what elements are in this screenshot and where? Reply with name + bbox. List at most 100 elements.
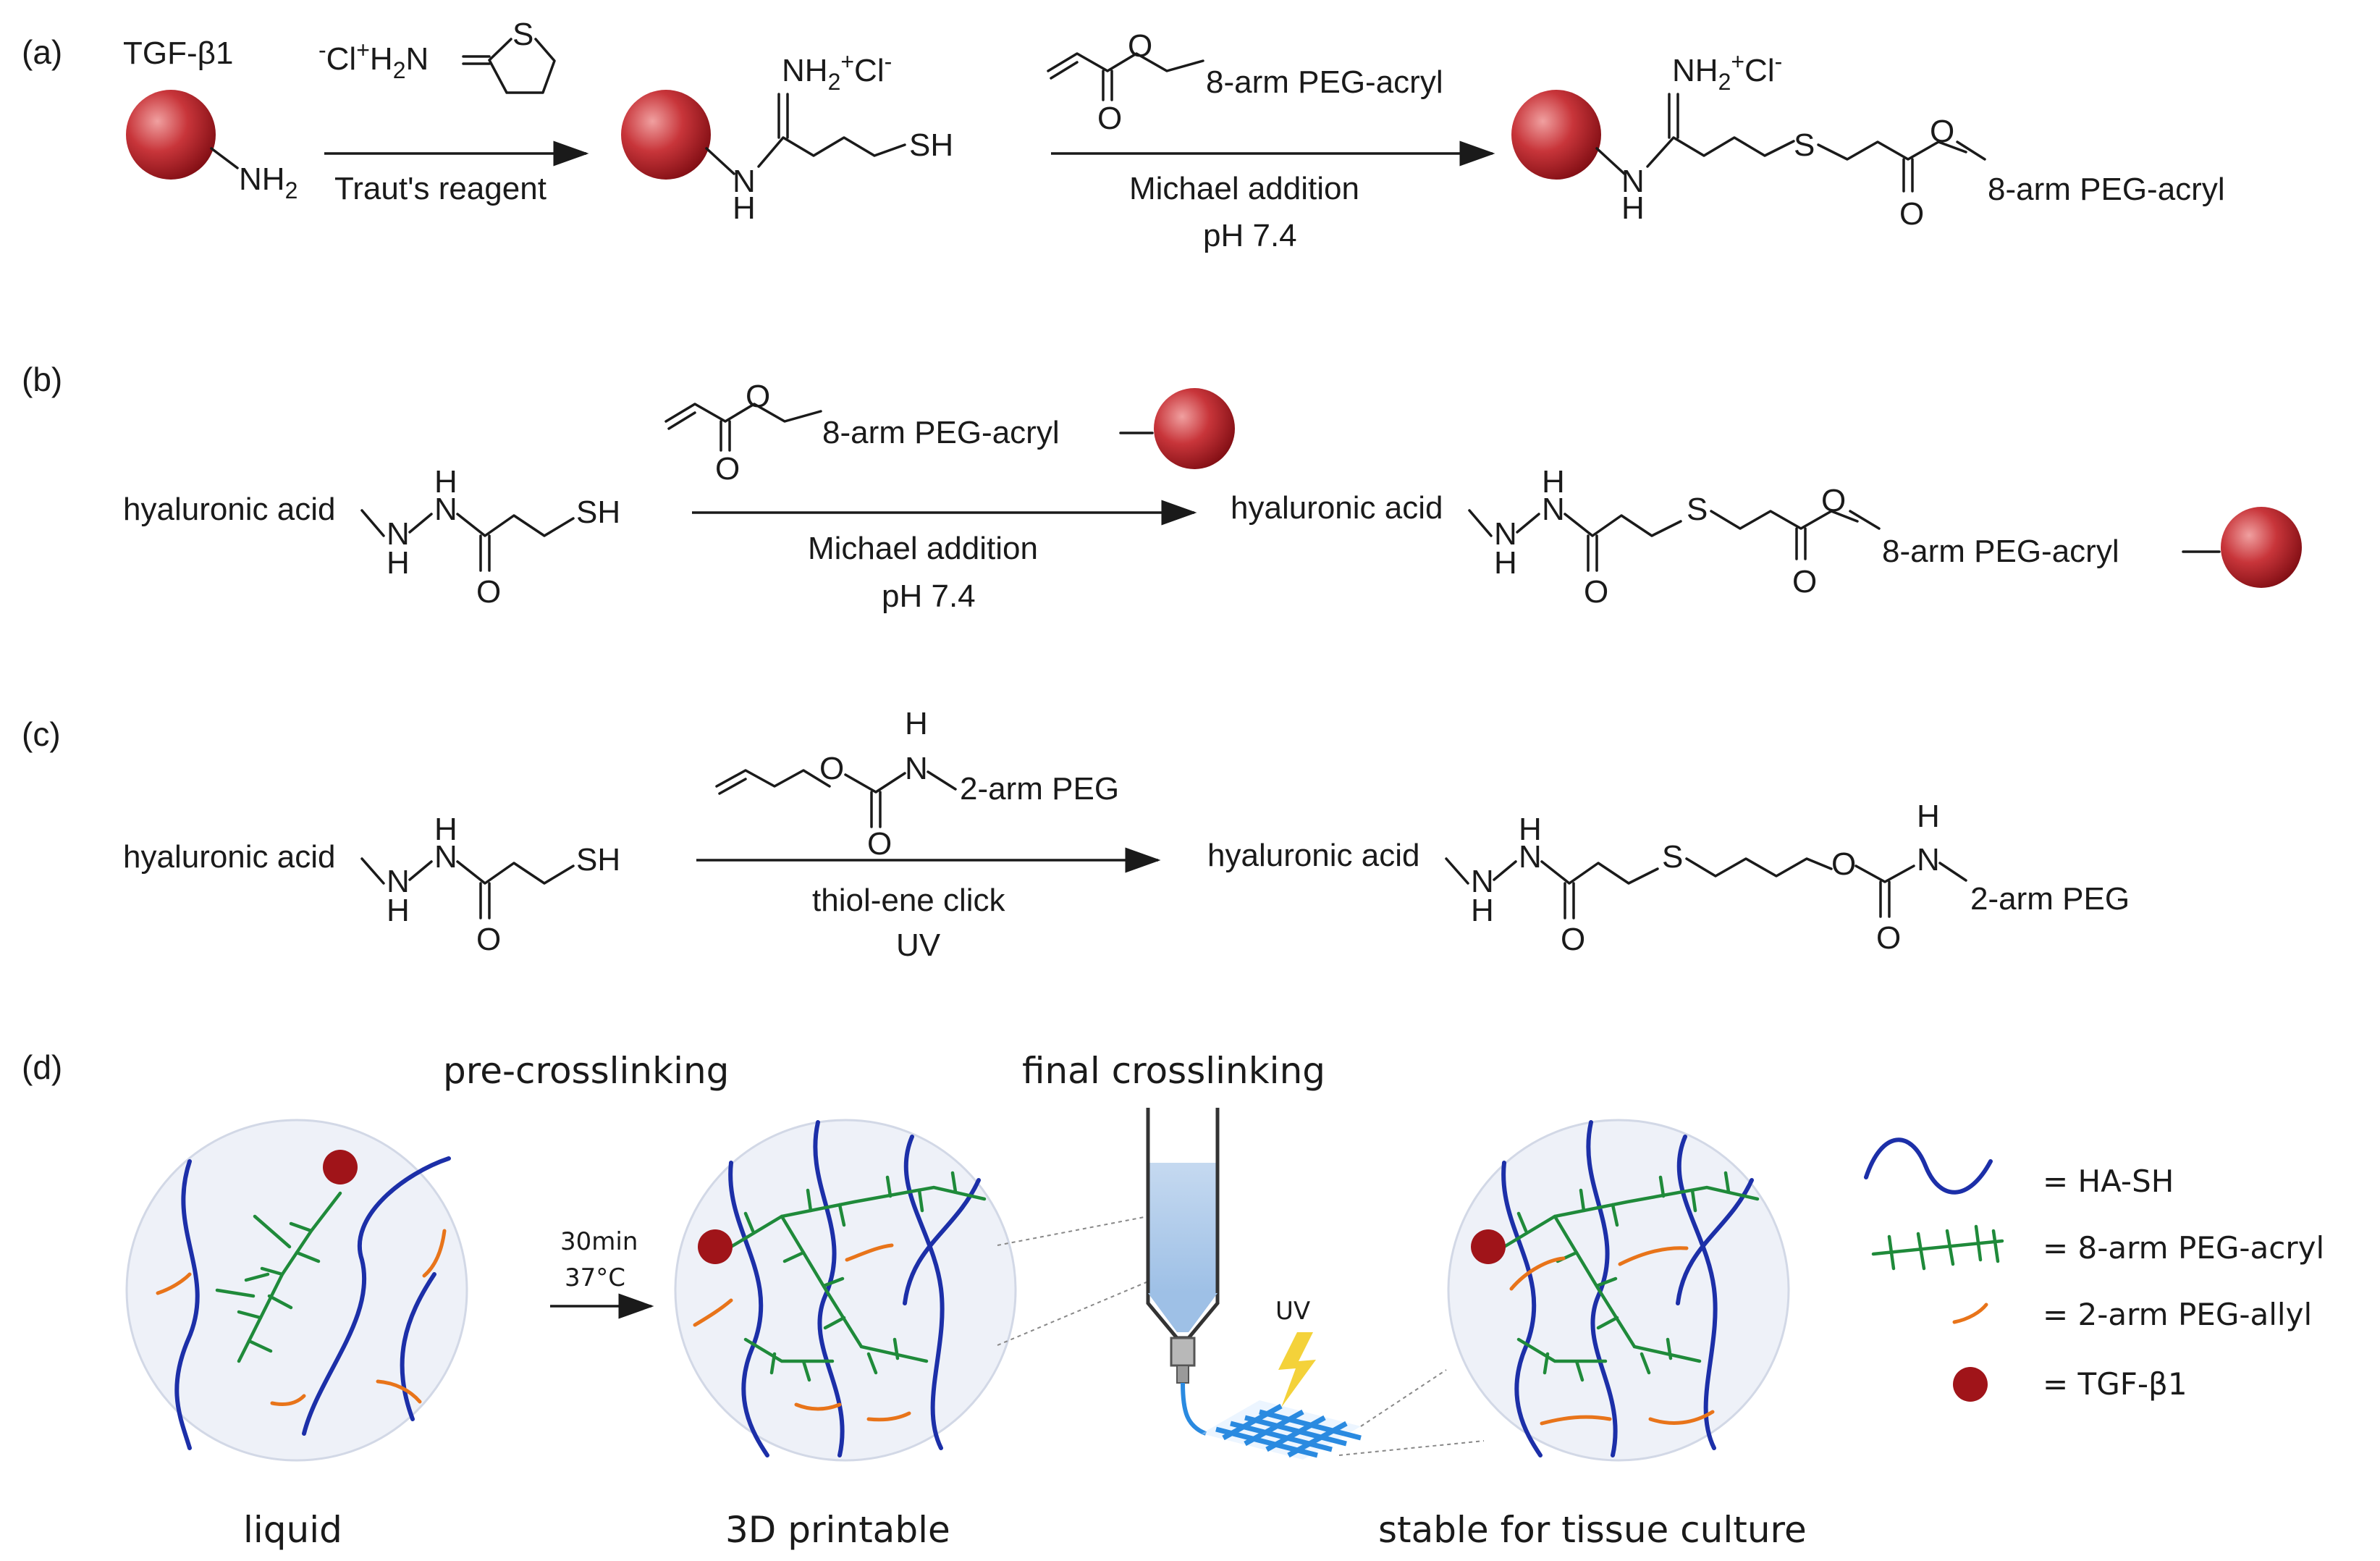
c-allyl-o2: O (867, 826, 892, 862)
printable-network (674, 1119, 1017, 1462)
arrow-a2-label1: Michael addition (1129, 171, 1359, 206)
printable-tgf-dot-icon (698, 1229, 733, 1264)
c-allyl-reagent: O O N H 2-arm PEG (715, 706, 1119, 862)
panel-d: (d) pre-crosslinking final crosslinking … (22, 1048, 2324, 1551)
b-sh: SH (576, 495, 620, 530)
b-prod-o2: O (1821, 483, 1846, 518)
legend-peg2: = 2-arm PEG-allyl (2043, 1297, 2312, 1332)
pre-crosslinking-label: pre-crosslinking (443, 1050, 729, 1092)
panel-b: (b) hyaluronic acid N H N H O SH O O 8-a… (22, 361, 2302, 614)
tgf-protein-sphere-icon (126, 90, 216, 180)
panel-c: (c) hyaluronic acid N H N H O SH O O N H… (22, 706, 2130, 963)
prod-a-o2: O (1899, 196, 1924, 232)
int-amidinium: NH2+Cl- (782, 49, 892, 95)
arrow-a2-label2: pH 7.4 (1203, 218, 1297, 253)
caption-liquid: liquid (243, 1509, 342, 1551)
b-acryl-o2: O (715, 451, 740, 487)
prod-a-amidinium: NH2+Cl- (1672, 49, 1782, 95)
panel-d-label: (d) (22, 1048, 62, 1086)
b-h1: H (387, 545, 410, 581)
b-h2: H (434, 464, 457, 500)
tgf-label: TGF-β1 (123, 35, 233, 71)
orange-arc-icon (1952, 1303, 1988, 1324)
stable-tgf-dot-icon (1471, 1229, 1506, 1264)
acryl-o-top: O (1128, 28, 1152, 64)
b-acryl-o: O (746, 379, 770, 414)
c-prod-o3: O (1876, 920, 1901, 956)
c-ha: hyaluronic acid (123, 839, 336, 875)
c-prod-o: O (1561, 922, 1585, 957)
prod-a-s: S (1794, 127, 1815, 163)
arrow-b-label1: Michael addition (808, 531, 1038, 566)
c-o: O (476, 922, 501, 957)
arrow-c-label1: thiol-ene click (812, 883, 1006, 918)
final-crosslinking-label: final crosslinking (1022, 1050, 1325, 1092)
c-prod-n2: N (1519, 839, 1542, 875)
b-n2: N (434, 492, 457, 527)
green-branched-icon (1871, 1224, 2004, 1271)
arrow-c-label2: UV (896, 927, 941, 963)
intermediate-protein-icon (621, 90, 711, 180)
blue-wave-icon (1864, 1137, 1993, 1195)
b-n1: N (387, 516, 410, 552)
b-prod-o3: O (1792, 564, 1817, 599)
b-reagent-protein-icon (1154, 388, 1235, 469)
b-acryl-peg: 8-arm PEG-acryl (822, 415, 1060, 450)
c-allyl-h: H (905, 706, 928, 741)
caption-stable: stable for tissue culture (1378, 1509, 1807, 1551)
c-h1: H (387, 893, 410, 928)
c-prod-h2: H (1519, 812, 1542, 847)
acrylate-reagent: O O 8-arm PEG-acryl (1047, 28, 1443, 136)
b-acrylate-reagent: O O 8-arm PEG-acryl (664, 379, 1235, 487)
caption-printable: 3D printable (725, 1509, 950, 1551)
c-allyl-o: O (819, 751, 844, 786)
prod-a-h: H (1621, 190, 1645, 226)
liquid-tgf-dot-icon (323, 1150, 358, 1185)
c-n2: N (434, 839, 457, 875)
b-prod-h1: H (1494, 545, 1517, 581)
b-prod-h2: H (1542, 464, 1565, 500)
c-prod-ha: hyaluronic acid (1207, 838, 1420, 873)
int-chain (757, 136, 906, 168)
printed-scaffold-icon (1202, 1369, 1485, 1460)
thiolane-ring: S (462, 17, 556, 94)
int-sh: SH (909, 127, 953, 163)
panel-b-label: (b) (22, 361, 62, 398)
panel-c-label: (c) (22, 715, 61, 753)
protein-bond (210, 147, 239, 169)
legend-tgf: = TGF-β1 (2043, 1366, 2187, 1402)
uv-lightning-icon (1278, 1332, 1316, 1408)
trauts-reagent-formula: -Cl+H2N (318, 37, 429, 83)
temp-label: 37°C (565, 1263, 625, 1292)
c-prod-n1: N (1471, 864, 1494, 899)
uv-label: UV (1275, 1297, 1310, 1326)
c-prod-h3: H (1917, 799, 1940, 834)
panel-a-label: (a) (22, 33, 62, 71)
legend-peg8: = 8-arm PEG-acryl (2043, 1230, 2324, 1266)
liquid-network (125, 1119, 468, 1462)
prod-a-o: O (1930, 114, 1954, 149)
product-a-protein-icon (1511, 90, 1601, 180)
b-o: O (476, 574, 501, 610)
arrow-b-label2: pH 7.4 (882, 578, 976, 614)
int-h: H (733, 190, 756, 226)
b-prod-ha: hyaluronic acid (1231, 490, 1443, 526)
thiolane-s: S (512, 17, 533, 52)
nh2-label: NH2 (239, 161, 298, 203)
prod-a-peg: 8-arm PEG-acryl (1988, 172, 2225, 207)
prod-a-n: N (1621, 164, 1645, 199)
c-prod-h1: H (1471, 893, 1494, 928)
b-prod-peg: 8-arm PEG-acryl (1882, 534, 2119, 569)
legend: = HA-SH = 8-arm PEG-acryl = 2-arm PEG-al… (1864, 1137, 2324, 1402)
c-prod-o2: O (1831, 846, 1856, 882)
b-prod-n1: N (1494, 516, 1517, 552)
c-allyl-peg: 2-arm PEG (960, 771, 1119, 807)
c-allyl-n: N (905, 751, 928, 786)
c-sh: SH (576, 842, 620, 878)
b-prod-n2: N (1542, 492, 1565, 527)
c-prod-n3: N (1917, 842, 1940, 878)
c-prod-peg: 2-arm PEG (1970, 881, 2130, 917)
b-product-protein-icon (2221, 507, 2302, 588)
stable-network (1447, 1119, 1790, 1462)
c-n1: N (387, 864, 410, 899)
